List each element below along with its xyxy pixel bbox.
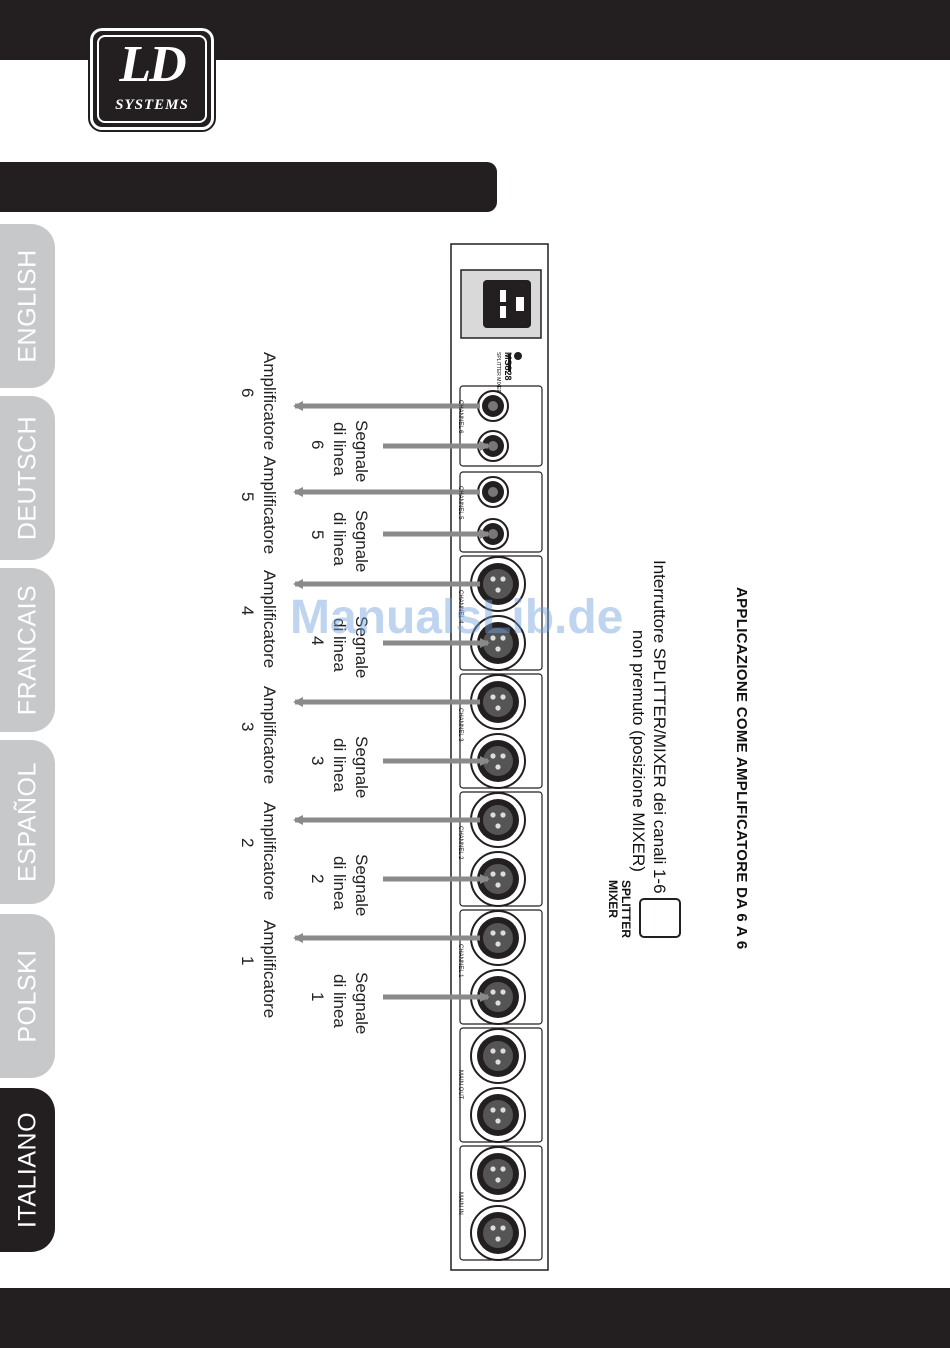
- amp-label-2: Amplificatore: [260, 802, 279, 901]
- main-in-right-xlr: [470, 1146, 526, 1202]
- switch-legend-mixer: MIXER: [606, 880, 620, 919]
- switch-note-line-1: Interruttore SPLITTER/MIXER dei canali 1…: [650, 560, 669, 894]
- signal-number-2: 2: [308, 874, 327, 884]
- panel-group-label: MAIN OUT: [457, 1070, 463, 1100]
- switch-note-line-2: non premuto (posizione MIXER): [629, 630, 648, 872]
- panel-group-label: CHANNEL 6: [457, 400, 463, 434]
- panel-group-label: MAIN IN: [457, 1192, 463, 1215]
- signal-label-5: Segnale: [352, 510, 371, 573]
- amp-label-5: Amplificatore: [260, 456, 279, 555]
- signal-number-6: 6: [308, 440, 327, 450]
- amp-number-6: 6: [238, 388, 257, 398]
- amp-label-4: Amplificatore: [260, 570, 279, 669]
- panel-group-label: CHANNEL 5: [457, 486, 463, 520]
- watermark: ManualsLib.de: [290, 591, 624, 644]
- signal-sub-3: di linea: [330, 738, 349, 792]
- tab-francais[interactable]: FRANCAIS: [0, 568, 55, 732]
- signal-label-1: Segnale: [352, 972, 371, 1035]
- amp-label-6: Amplificatore: [260, 352, 279, 451]
- channel-5-out-jack: [477, 476, 509, 508]
- signal-sub-2: di linea: [330, 856, 349, 910]
- signal-sub-6: di linea: [330, 422, 349, 476]
- switch-legend-splitter: SPLITTER: [619, 880, 633, 939]
- signal-label-2: Segnale: [352, 854, 371, 917]
- amp-label-3: Amplificatore: [260, 686, 279, 785]
- signal-sub-5: di linea: [330, 512, 349, 566]
- amp-number-5: 5: [238, 492, 257, 502]
- tab-deutsch[interactable]: DEUTSCH: [0, 396, 55, 560]
- tab-english[interactable]: ENGLISH: [0, 224, 55, 388]
- panel-model-sub: SPLITTER MIXER: [495, 352, 501, 394]
- amp-label-1: Amplificatore: [260, 920, 279, 1019]
- panel-model: MS828: [503, 352, 513, 381]
- main-in-left-xlr: [470, 1205, 526, 1261]
- weee-icon: [508, 354, 511, 372]
- amp-number-4: 4: [238, 606, 257, 616]
- logo-systems-text: SYSTEMS: [115, 97, 189, 113]
- bottom-bar: [0, 1288, 950, 1348]
- ld-systems-logo: LD SYSTEMS: [88, 26, 216, 132]
- ce-mark-icon: [514, 352, 522, 360]
- logo-ld-text: LD: [119, 36, 186, 93]
- channel-6-out-jack: [477, 390, 509, 422]
- channel-5-frame: [459, 471, 543, 553]
- signal-number-1: 1: [308, 992, 327, 1002]
- panel-group-label: CHANNEL 1: [457, 944, 463, 978]
- signal-sub-1: di linea: [330, 974, 349, 1028]
- signal-number-5: 5: [308, 530, 327, 540]
- amp-number-3: 3: [238, 722, 257, 732]
- panel-group-label: CHANNEL 2: [457, 826, 463, 860]
- signal-label-6: Segnale: [352, 420, 371, 483]
- diagram-title: APPLICAZIONE COME AMPLIFICATORE DA 6 A 6: [733, 587, 750, 950]
- channel-6-frame: [459, 385, 543, 467]
- section-title-bar: [0, 162, 497, 212]
- amp-number-2: 2: [238, 838, 257, 848]
- main-out-right-xlr: [470, 1028, 526, 1084]
- tab-italiano[interactable]: ITALIANO: [0, 1088, 55, 1252]
- signal-label-3: Segnale: [352, 736, 371, 799]
- main-out-left-xlr: [470, 1087, 526, 1143]
- signal-number-3: 3: [308, 756, 327, 766]
- tab-polski[interactable]: POLSKI: [0, 914, 55, 1078]
- tab-espanol[interactable]: ESPAÑOL: [0, 740, 55, 904]
- splitter-mixer-switch-icon: [639, 898, 681, 938]
- amp-number-1: 1: [238, 956, 257, 966]
- panel-group-label: CHANNEL 3: [457, 708, 463, 742]
